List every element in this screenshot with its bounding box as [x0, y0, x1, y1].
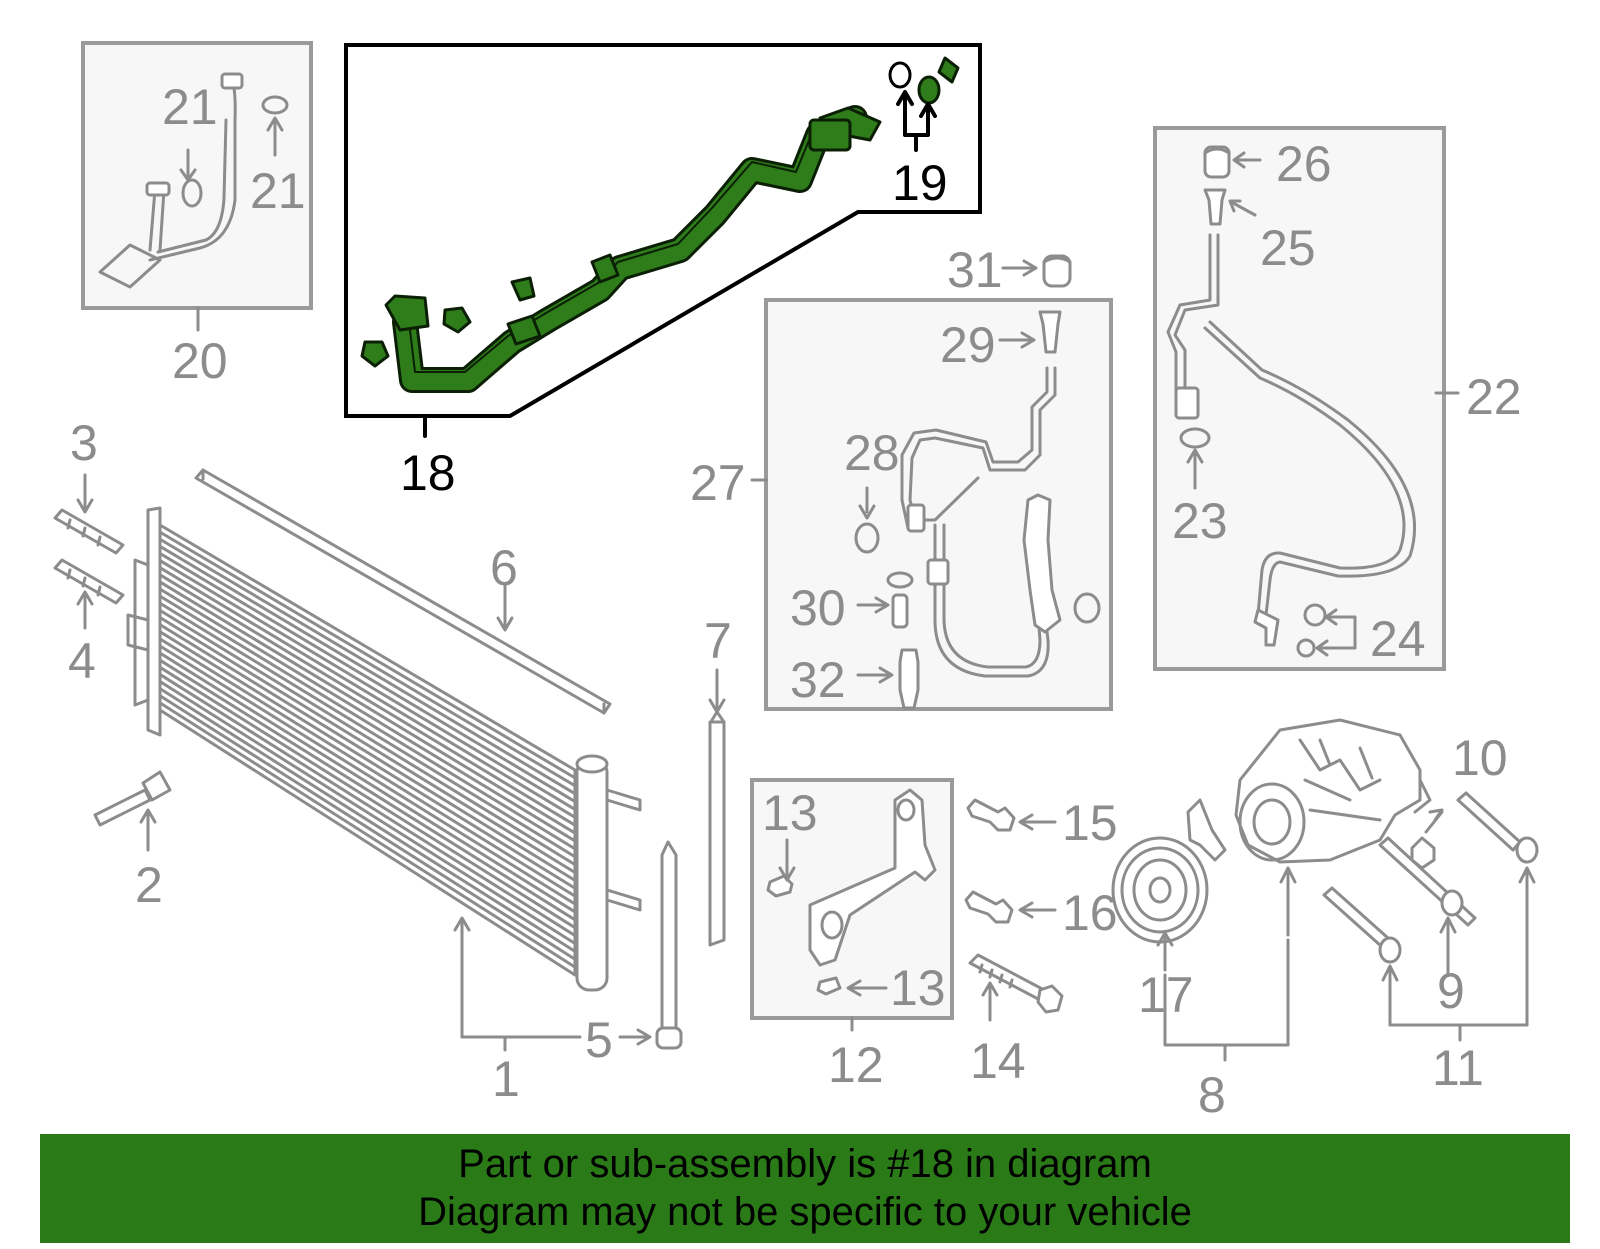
part-group-8-compressor	[1111, 718, 1432, 1062]
condenser-fin-line	[158, 623, 577, 882]
condenser-fin-line	[158, 665, 577, 930]
condenser-fin-line	[158, 601, 577, 859]
condenser-fin-line	[158, 672, 577, 938]
callout-10: 10	[1452, 730, 1508, 786]
condenser-fin-line	[158, 608, 577, 867]
callout-29: 29	[940, 317, 996, 373]
condenser-fin-line	[158, 651, 577, 914]
callout-22: 22	[1466, 369, 1522, 425]
condenser-fin-line	[158, 559, 577, 811]
condenser-fin-line	[158, 587, 577, 843]
info-banner: Part or sub-assembly is #18 in diagram D…	[40, 1134, 1570, 1243]
callout-23: 23	[1172, 493, 1228, 549]
condenser-fin-line	[158, 573, 577, 827]
condenser-fin-line	[158, 537, 577, 788]
condenser-fin-line	[158, 701, 577, 969]
callout-17: 17	[1138, 967, 1194, 1023]
part-group-12	[750, 778, 954, 1032]
callout-16: 16	[1062, 885, 1118, 941]
callout-8: 8	[1198, 1067, 1226, 1123]
callout-24: 24	[1370, 611, 1426, 667]
callout-20: 20	[172, 333, 228, 389]
part-group-27	[750, 254, 1113, 711]
condenser-fin-line	[158, 694, 577, 961]
part-group-11-bolts	[1322, 791, 1539, 1042]
condenser-fins	[158, 530, 577, 969]
callout-30: 30	[790, 580, 846, 636]
condenser-fin-line	[158, 616, 577, 874]
condenser-fin-line	[158, 551, 577, 804]
callout-13-b: 13	[890, 960, 946, 1016]
callout-3: 3	[70, 415, 98, 471]
callout-11: 11	[1432, 1040, 1484, 1096]
callout-2: 2	[135, 857, 163, 913]
part-group-22	[1153, 126, 1460, 671]
callout-32: 32	[790, 652, 846, 708]
condenser-fin-line	[158, 644, 577, 906]
condenser-fin-line	[158, 630, 577, 890]
banner-line-part: Part or sub-assembly is #18 in diagram	[458, 1142, 1152, 1186]
callout-15: 15	[1062, 795, 1118, 851]
condenser-fin-line	[158, 687, 577, 953]
callout-26: 26	[1276, 136, 1332, 192]
condenser-fin-line	[158, 680, 577, 945]
callout-19: 19	[892, 155, 948, 211]
condenser-fin-line	[158, 594, 577, 851]
part-group-condenser	[53, 468, 726, 1052]
condenser-fin-line	[158, 658, 577, 922]
condenser-fin-line	[158, 530, 577, 780]
callout-9: 9	[1437, 963, 1465, 1019]
callout-25: 25	[1260, 220, 1316, 276]
callout-7: 7	[704, 613, 732, 669]
callout-1: 1	[492, 1051, 520, 1107]
callout-13-a: 13	[762, 785, 818, 841]
callout-31: 31	[947, 242, 1003, 298]
callout-5: 5	[585, 1012, 613, 1068]
condenser-fin-line	[158, 544, 577, 796]
condenser-fin-line	[158, 580, 577, 835]
part-group-bolts-14-16	[964, 798, 1064, 1022]
callout-21-a: 21	[162, 79, 218, 135]
callout-21-b: 21	[250, 163, 306, 219]
callout-18: 18	[400, 445, 456, 501]
part-group-20	[81, 41, 313, 332]
callout-6: 6	[490, 540, 518, 596]
callout-12: 12	[828, 1037, 884, 1093]
callout-14: 14	[970, 1033, 1026, 1089]
condenser-fin-line	[158, 566, 577, 819]
callout-4: 4	[68, 633, 96, 689]
part-group-18-highlighted	[344, 43, 982, 438]
banner-line-disclaimer: Diagram may not be specific to your vehi…	[418, 1190, 1192, 1234]
callout-28: 28	[844, 425, 900, 481]
condenser-fin-line	[158, 637, 577, 898]
callout-27: 27	[690, 455, 746, 511]
